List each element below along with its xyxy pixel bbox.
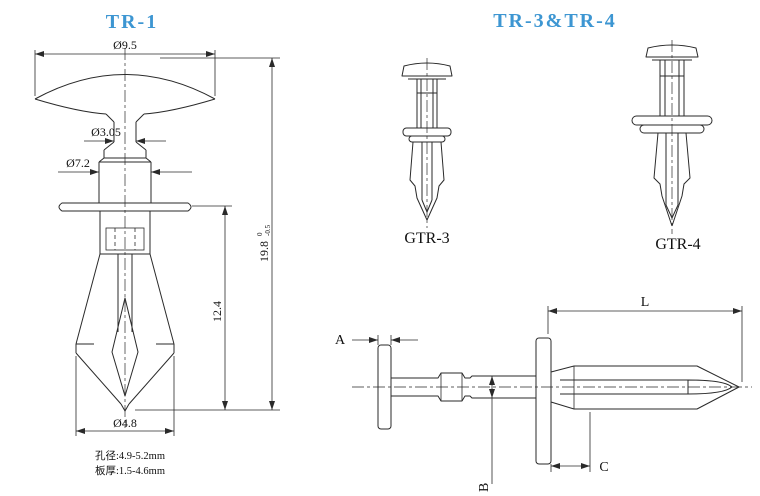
tr1-flange — [58, 202, 192, 212]
gtr4-view: GTR-4 — [631, 40, 713, 253]
side-view-pin-head — [377, 344, 392, 430]
gtr3-label: GTR-3 — [404, 230, 449, 247]
dim-total-height-tol-upper: 0 — [256, 232, 264, 236]
tr1-dim-leg-length: 12.4 — [192, 205, 232, 410]
dim-a-label: A — [335, 333, 346, 348]
tr1-dim-neck-diameter: Ø3.05 — [84, 125, 166, 144]
gtr4-outline — [631, 44, 713, 227]
tr1-dim-tip-diameter: Ø4.8 — [75, 356, 175, 436]
dim-total-height-tol-lower: -0.5 — [264, 224, 272, 236]
side-view-dim-l: L — [547, 295, 743, 382]
side-view-dim-a: A — [335, 333, 418, 348]
dim-c-label: C — [599, 460, 608, 475]
side-view-shaft — [391, 372, 536, 402]
dim-leg-length-label: 12.4 — [210, 301, 224, 322]
dim-l-label: L — [641, 295, 650, 310]
side-view-dim-b: B — [477, 376, 495, 492]
tr1-dim-collar-diameter: Ø7.2 — [58, 156, 192, 175]
title-tr1: TR-1 — [106, 11, 158, 33]
dim-neck-diameter-label: Ø3.05 — [91, 125, 121, 139]
side-view-body — [550, 365, 740, 410]
tr1-dim-total-height: 19.8 0 -0.5 — [135, 57, 280, 411]
dim-collar-diameter-label: Ø7.2 — [66, 156, 90, 170]
dim-b-label: B — [477, 483, 492, 492]
tr1-cap-outline — [34, 74, 216, 123]
tr1-dim-head-diameter: Ø9.5 — [34, 38, 216, 96]
dim-tip-diameter-label: Ø4.8 — [113, 416, 137, 430]
note-plate-thickness: 板厚:1.5-4.6mm — [95, 464, 165, 477]
side-view: A L C B — [335, 295, 752, 492]
dim-head-diameter-label: Ø9.5 — [113, 38, 137, 52]
gtr3-view: GTR-3 — [401, 58, 453, 247]
dim-total-height-label: 19.8 — [257, 241, 271, 262]
tr1-neck-collar — [98, 122, 152, 203]
title-tr3-tr4: TR-3&TR-4 — [493, 10, 617, 32]
side-view-dim-c: C — [550, 412, 609, 475]
tr1-front-view: Ø9.5 Ø3.05 Ø7.2 19.8 0 -0.5 — [34, 38, 280, 477]
tr1-body-legs — [75, 211, 175, 412]
note-hole-diameter: 孔径:4.9-5.2mm — [95, 449, 165, 462]
gtr3-outline — [401, 62, 453, 221]
side-view-flange — [535, 337, 552, 465]
gtr4-label: GTR-4 — [655, 236, 700, 253]
